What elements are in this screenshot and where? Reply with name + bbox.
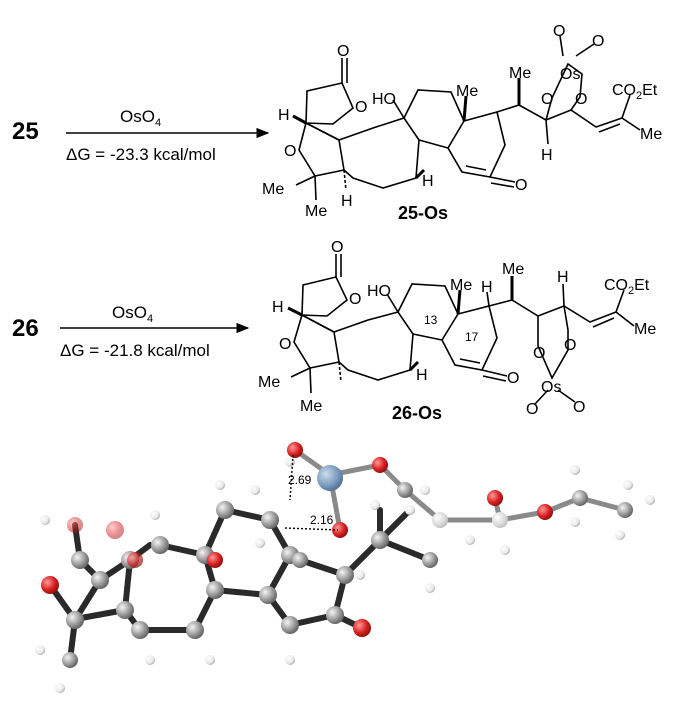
atom-os-2: Os	[541, 379, 561, 396]
atom-h-chain: H	[541, 147, 553, 164]
structure-26-os	[287, 254, 635, 405]
atom-o-right: O	[575, 91, 587, 108]
atom-o-thf: O	[284, 143, 296, 160]
atom-h-bottom: H	[422, 173, 434, 190]
atom-me-c13: Me	[456, 83, 478, 100]
reagent-main-2: OsO	[112, 303, 147, 322]
reagent-label-1: OsO4	[120, 107, 161, 129]
distance-label-2: 2.16	[310, 513, 334, 527]
atom-o-left: O	[541, 91, 553, 108]
atom-o-br: O	[564, 337, 576, 354]
atom-ring-o: O	[355, 99, 367, 116]
energy-label-2: ΔG = -21.8 kcal/mol	[60, 341, 210, 360]
label-c17: 17	[465, 330, 479, 344]
compound-25-label: 25	[12, 118, 39, 145]
atom-ho-2: HO	[367, 283, 391, 300]
reagent-main-1: OsO	[120, 107, 155, 126]
atom-co2et-2: CO2Et	[604, 277, 650, 297]
atom-h-left: H	[278, 107, 290, 124]
atom-me2-2: Me	[300, 398, 322, 415]
ball-and-stick-model: 2.69 2.16	[35, 442, 655, 693]
atom-me-side: Me	[509, 65, 531, 82]
atom-o-b2: O	[573, 399, 585, 416]
atom-h17: H	[481, 279, 493, 296]
atom-me-side-2: Me	[502, 261, 524, 278]
atom-me1-2: Me	[258, 374, 280, 391]
atom-os: Os	[560, 66, 580, 83]
atom-carbonyl-o-2: O	[331, 239, 343, 256]
energy-label-1: ΔG = -23.3 kcal/mol	[66, 145, 216, 164]
model-atoms	[35, 442, 655, 693]
atom-o-thf-2: O	[279, 336, 291, 353]
contact-line-1	[289, 454, 294, 501]
atom-ketone-o-2: O	[507, 370, 519, 387]
atom-me-alkene: Me	[640, 126, 662, 143]
atom-co2et: CO2Et	[612, 82, 658, 102]
atoms-26-os: O O HO Me H Me H CO2Et Me H O Me Me 13 1…	[258, 239, 656, 418]
atom-h-ring: H	[341, 193, 353, 210]
atom-carbonyl-o: O	[337, 43, 349, 60]
atom-ho: HO	[372, 91, 396, 108]
product-25-os-label: 25-Os	[398, 203, 449, 223]
compound-26-label: 26	[12, 315, 39, 342]
atom-o-top1: O	[553, 23, 565, 40]
atom-o-top2: O	[592, 33, 604, 50]
product-26-os-label: 26-Os	[392, 403, 443, 423]
atom-h-left-2: H	[272, 299, 284, 316]
label-c13: 13	[424, 313, 438, 327]
atom-me2: Me	[305, 203, 327, 220]
structure-25-os	[292, 35, 641, 201]
atom-ring-o-2: O	[349, 291, 361, 308]
distance-label-1: 2.69	[288, 473, 312, 487]
atom-ketone-o: O	[515, 177, 527, 194]
atom-h-chain-2: H	[557, 269, 569, 286]
atom-o-bl: O	[533, 345, 545, 362]
atom-me-c13-2: Me	[450, 277, 472, 294]
atom-me-alkene-2: Me	[634, 321, 656, 338]
atom-me1: Me	[262, 181, 284, 198]
reagent-label-2: OsO4	[112, 303, 153, 325]
atom-o-b1: O	[526, 401, 538, 418]
reagent-sub-2: 4	[146, 313, 154, 325]
atoms-25-os: O O HO Me Os O O O O Me CO2Et Me H O Me …	[262, 23, 662, 220]
atom-h-ring-2: H	[416, 367, 428, 384]
reagent-sub-1: 4	[154, 117, 162, 129]
contact-line-2	[284, 527, 339, 531]
